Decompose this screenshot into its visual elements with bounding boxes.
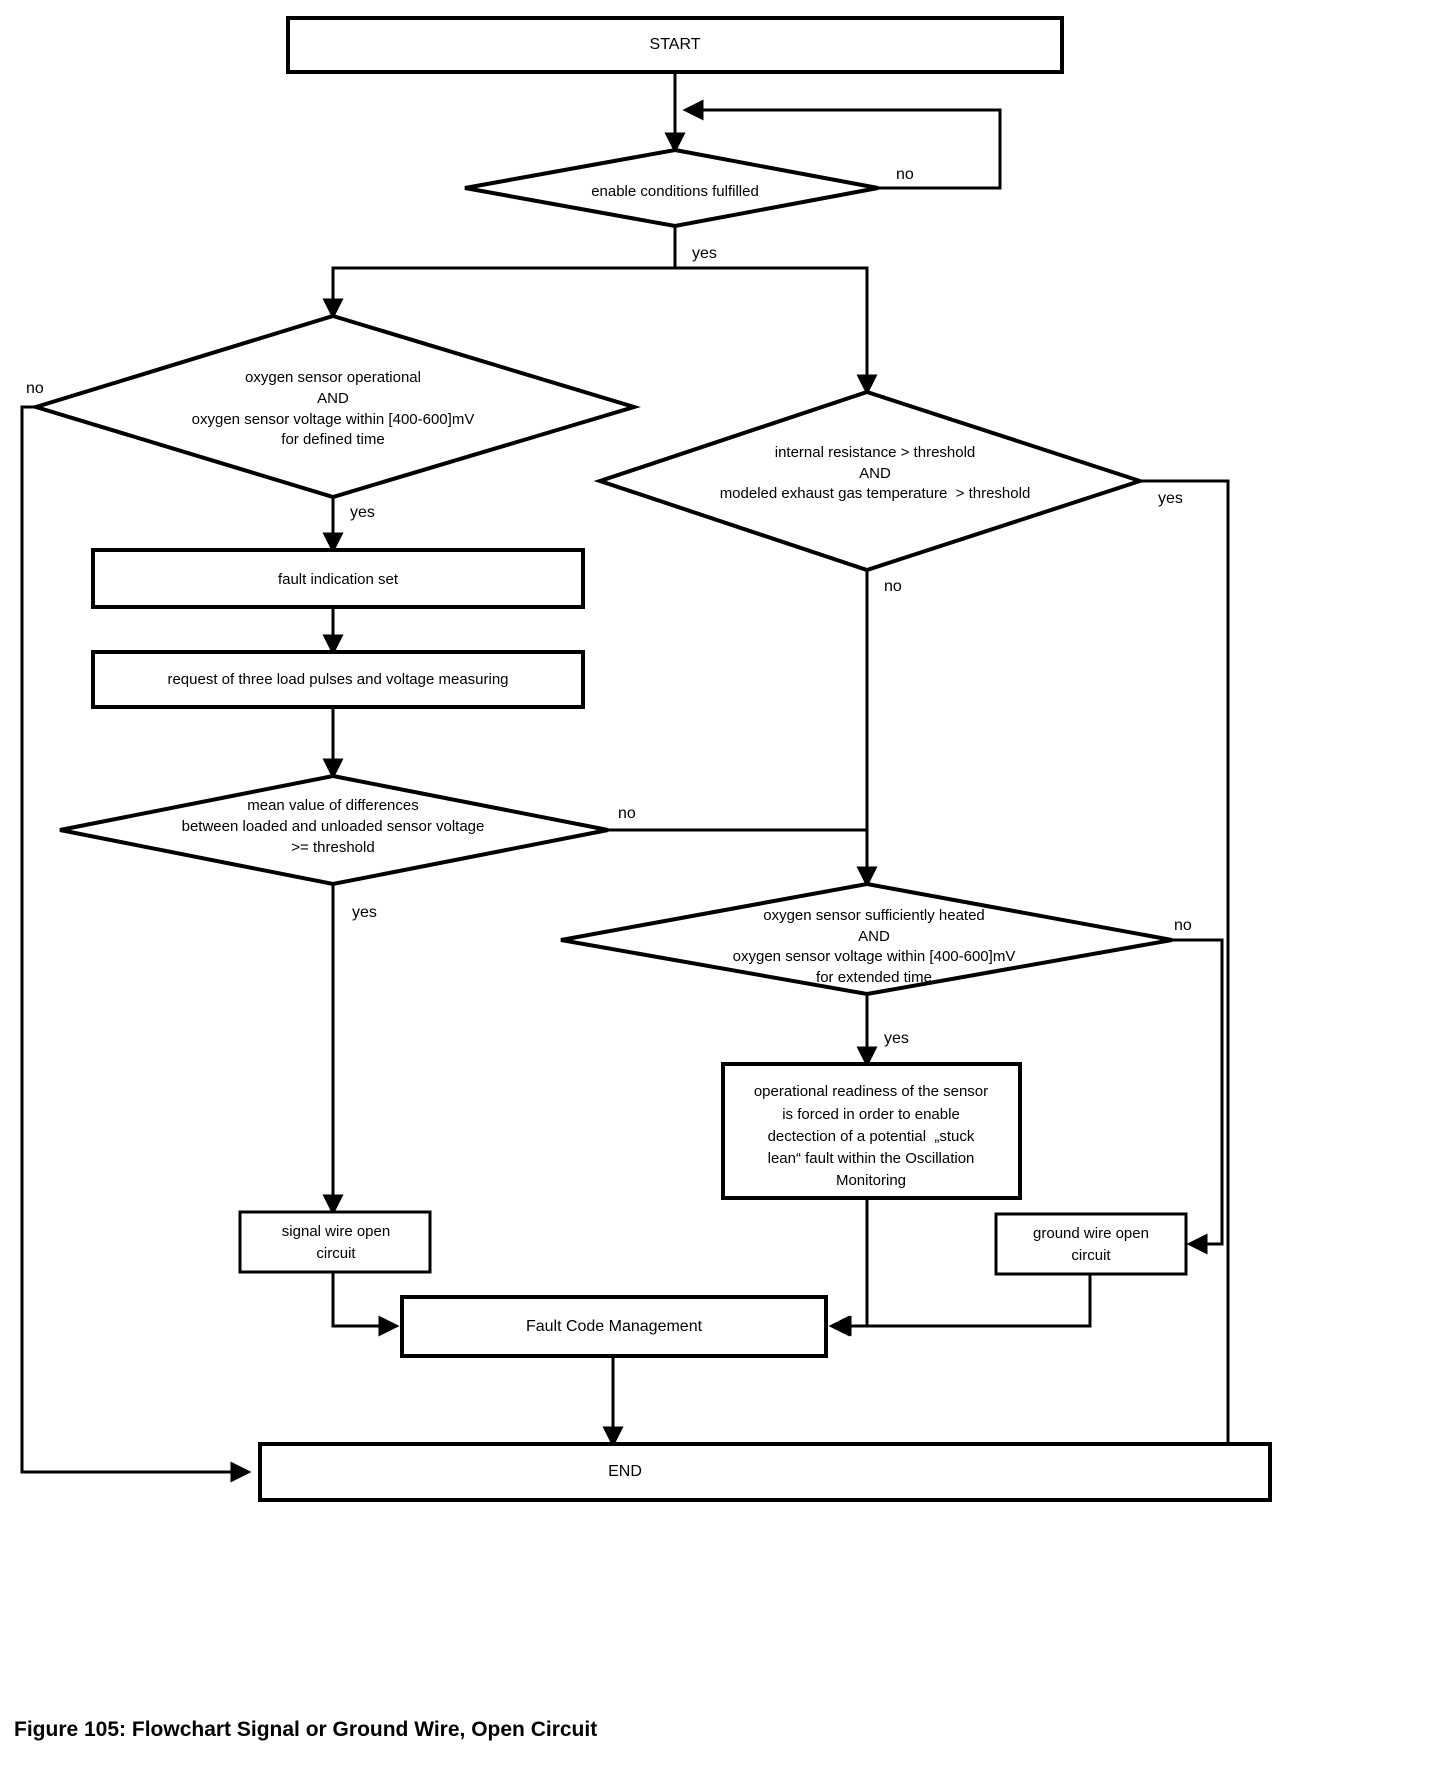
node-ground-wire-open-line1: ground wire open: [1033, 1225, 1149, 1242]
node-fault-code-management-label: Fault Code Management: [526, 1318, 703, 1335]
node-mean-value-line1: mean value of differences: [247, 797, 419, 814]
node-sufficiently-heated: [560, 881, 1173, 997]
edge-label-heated-no: no: [1174, 917, 1192, 934]
node-start: [286, 16, 1064, 74]
edge-label-operational-yes: yes: [350, 504, 375, 521]
node-internal-resistance: [593, 389, 1147, 573]
node-oxygen-operational-line3: oxygen sensor voltage within [400-600]mV: [192, 411, 475, 428]
edge-signal-wire-to-fcm: [331, 1272, 400, 1337]
node-signal-wire-open-line2: circuit: [316, 1245, 356, 1262]
node-signal-wire-open: [238, 1210, 432, 1274]
node-enable-conditions: [464, 147, 879, 229]
edge-label-operational-no: no: [26, 380, 44, 397]
edge-enable-no-loop: [682, 99, 1002, 190]
node-internal-resistance-line3: modeled exhaust gas temperature > thresh…: [720, 485, 1031, 502]
node-enable-conditions-label: enable conditions fulfilled: [591, 183, 759, 200]
node-load-pulses: [91, 650, 585, 709]
node-fault-indication-set: [91, 548, 585, 609]
node-operational-readiness: [721, 1062, 1022, 1200]
node-mean-value-line2: between loaded and unloaded sensor volta…: [182, 818, 485, 835]
node-operational-readiness-line5: Monitoring: [836, 1172, 906, 1189]
node-end: [258, 1442, 1272, 1502]
node-sufficiently-heated-line1: oxygen sensor sufficiently heated: [763, 907, 985, 924]
node-oxygen-operational-line1: oxygen sensor operational: [245, 369, 421, 386]
edge-label-resistance-no: no: [884, 578, 902, 595]
node-end-label: END: [608, 1463, 642, 1480]
node-fault-code-management: [400, 1295, 828, 1358]
node-start-label: START: [650, 36, 701, 53]
node-internal-resistance-line2: AND: [859, 465, 891, 482]
node-operational-readiness-line2: is forced in order to enable: [782, 1106, 960, 1123]
node-mean-value-line3: >= threshold: [291, 839, 374, 856]
edge-label-resistance-yes: yes: [1158, 490, 1183, 507]
node-oxygen-operational-line2: AND: [317, 390, 349, 407]
node-ground-wire-open-line2: circuit: [1071, 1247, 1111, 1264]
node-ground-wire-open: [994, 1212, 1188, 1276]
node-signal-wire-open-line1: signal wire open: [282, 1223, 390, 1240]
edge-label-mean-no: no: [618, 805, 636, 822]
node-load-pulses-label: request of three load pulses and voltage…: [167, 671, 508, 688]
edge-operational-no-to-end: [20, 405, 252, 1483]
node-operational-readiness-line4: lean“ fault within the Oscillation: [768, 1150, 975, 1167]
edge-label-enable-no: no: [896, 166, 914, 183]
node-oxygen-operational: [29, 313, 641, 500]
edge-enable-yes-left: [322, 266, 675, 320]
edge-label-mean-yes: yes: [352, 904, 377, 921]
node-mean-value: [59, 773, 609, 887]
node-internal-resistance-line1: internal resistance > threshold: [775, 444, 976, 461]
node-operational-readiness-line1: operational readiness of the sensor: [754, 1083, 988, 1100]
node-sufficiently-heated-line3: oxygen sensor voltage within [400-600]mV: [733, 948, 1016, 965]
node-oxygen-operational-line4: for defined time: [281, 431, 384, 448]
node-operational-readiness-line3: dectection of a potential „stuck: [768, 1128, 975, 1145]
edge-ground-wire-to-fcm: [830, 1274, 1092, 1337]
node-sufficiently-heated-line2: AND: [858, 928, 890, 945]
figure-caption: Figure 105: Flowchart Signal or Ground W…: [14, 1718, 598, 1741]
edge-label-heated-yes: yes: [884, 1030, 909, 1047]
edge-enable-yes-right: [675, 266, 878, 396]
node-fault-indication-set-label: fault indication set: [278, 571, 399, 588]
edge-resistance-yes-to-end: [1006, 479, 1230, 1483]
edge-label-enable-yes: yes: [692, 245, 717, 262]
edge-readiness-to-fcm: [828, 1198, 869, 1337]
edge-heated-no-to-ground-wire: [1172, 938, 1224, 1255]
node-sufficiently-heated-line4: for extended time: [816, 969, 932, 986]
